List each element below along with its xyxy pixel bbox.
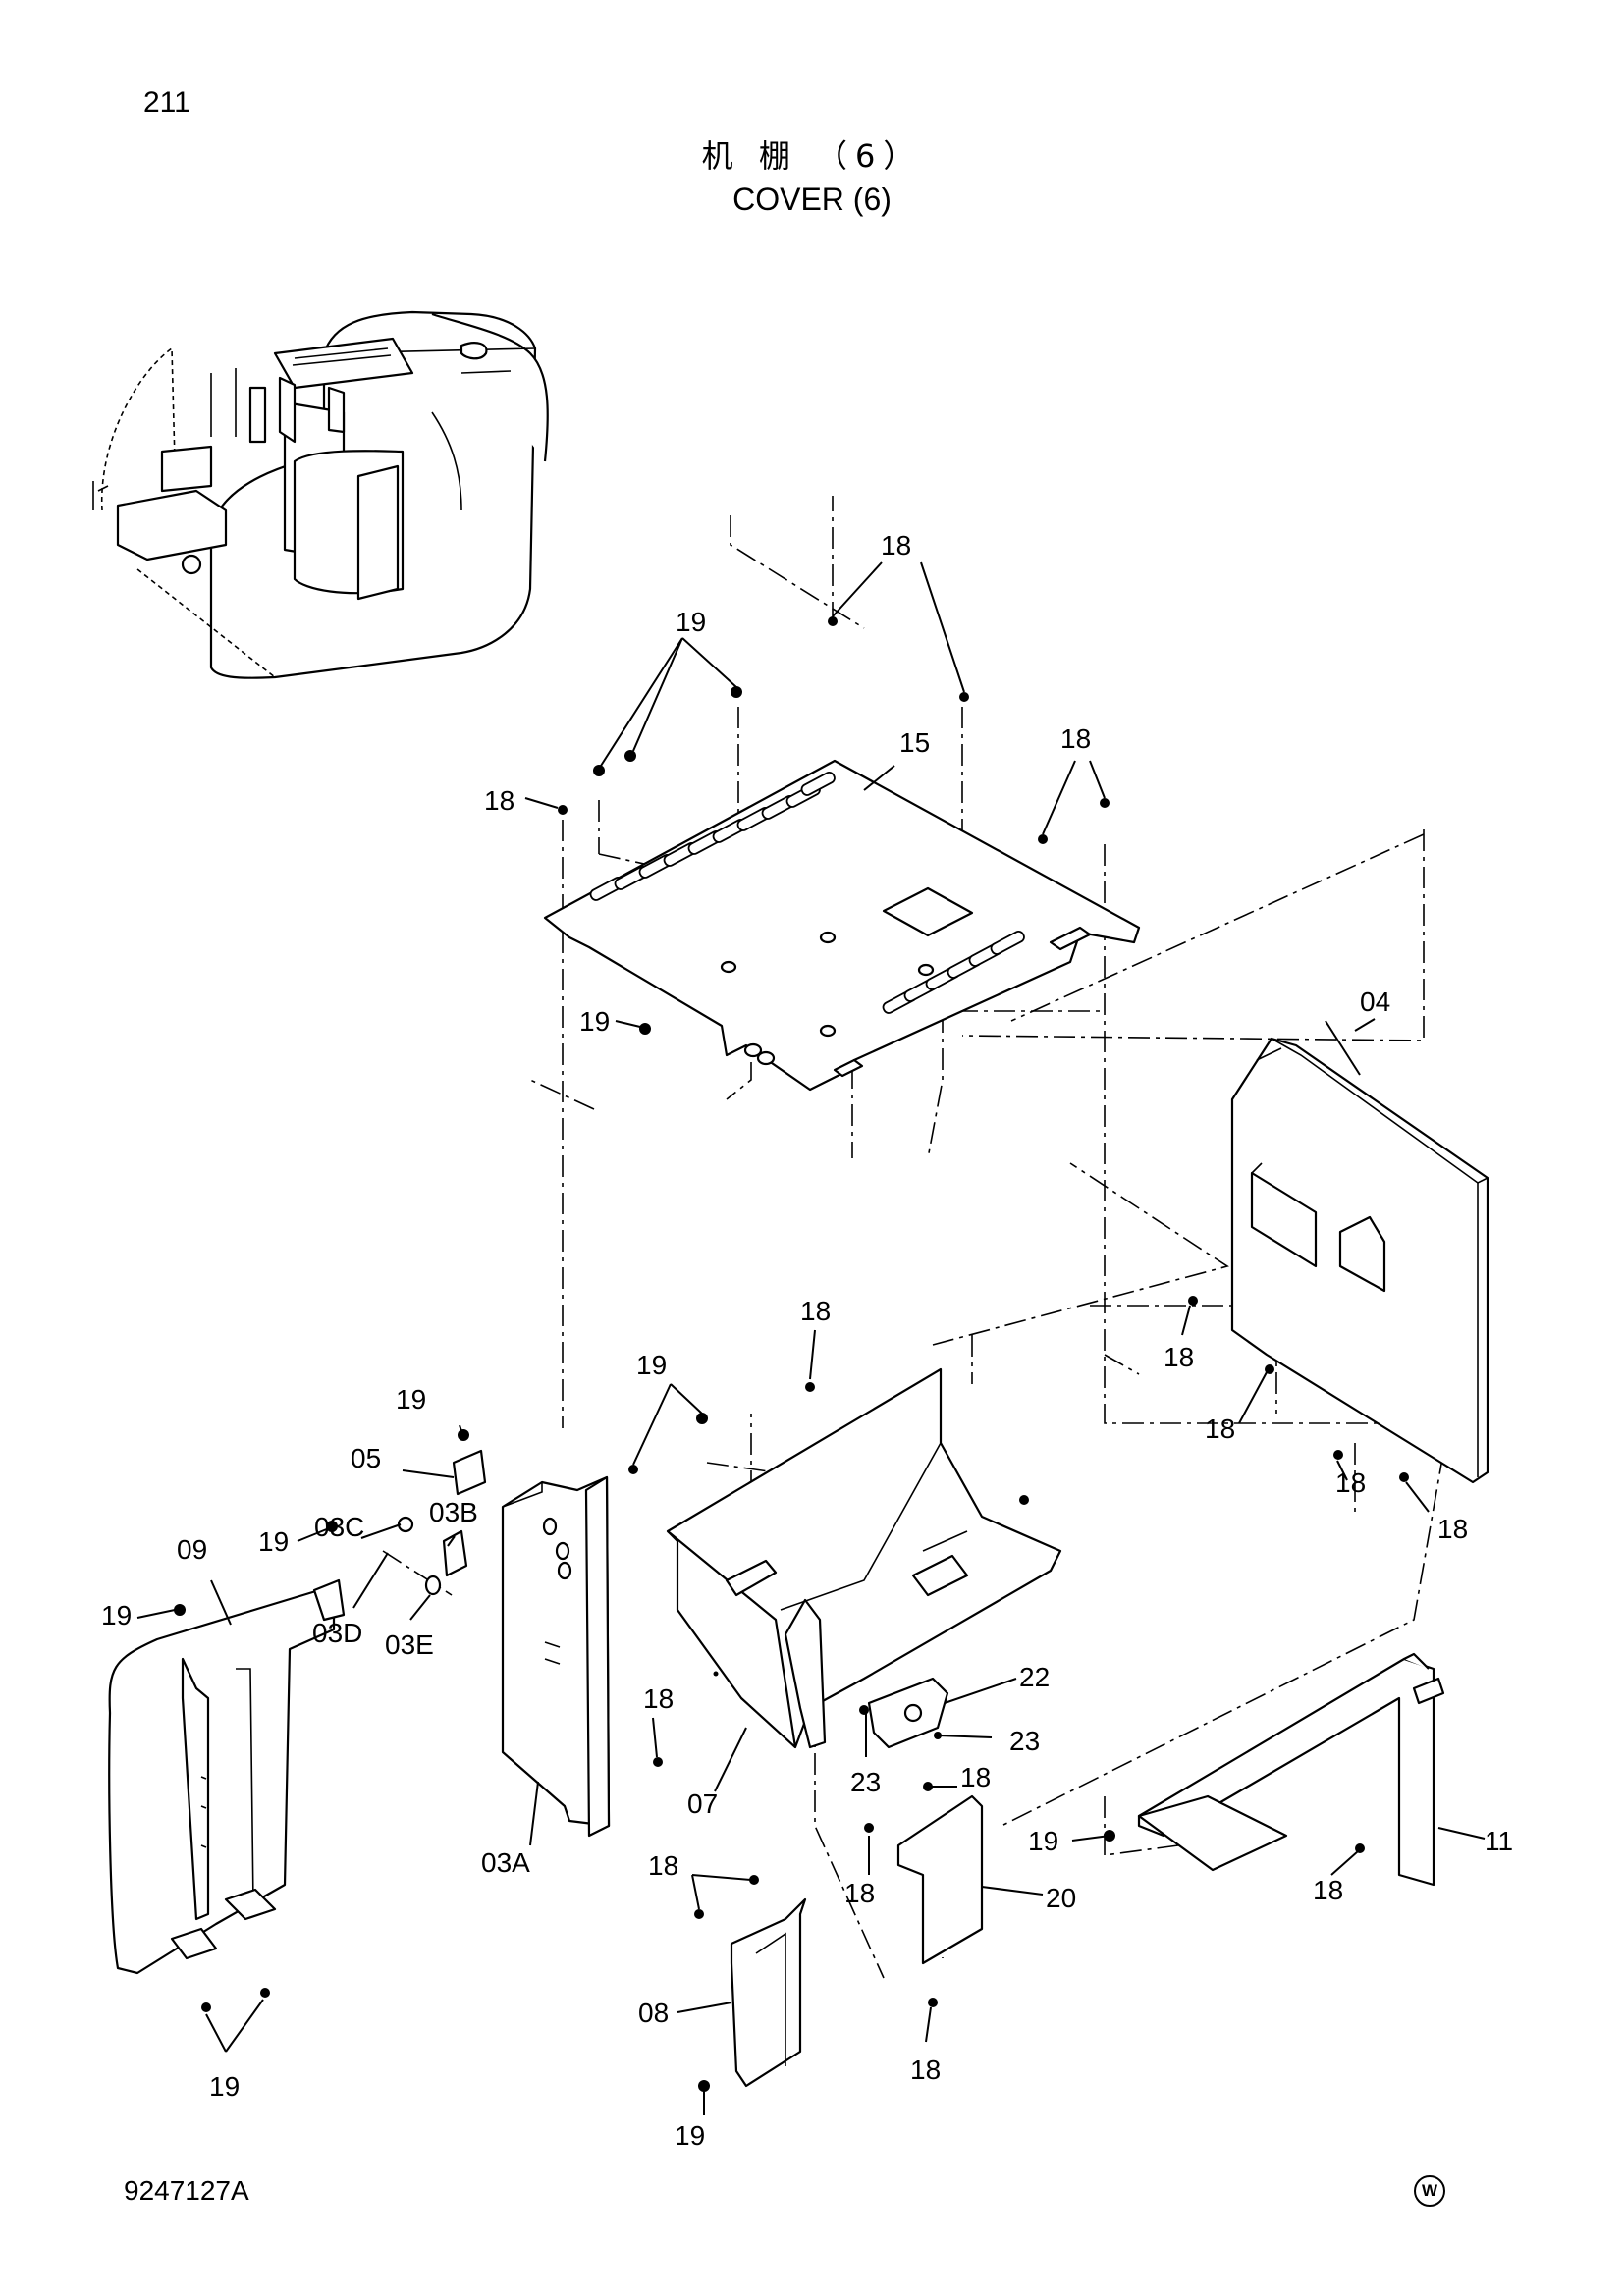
floor-slots-right bbox=[882, 930, 1025, 1014]
callout-label: 18 bbox=[844, 1878, 875, 1908]
callout-label: 18 bbox=[1313, 1875, 1343, 1905]
callout-label: 05 bbox=[351, 1443, 381, 1473]
part-03B bbox=[442, 1529, 468, 1577]
callout-label: 19 bbox=[396, 1384, 426, 1415]
callout-label: 18 bbox=[643, 1683, 674, 1714]
callout-label: 03C bbox=[314, 1512, 364, 1542]
callout-label: 07 bbox=[687, 1789, 718, 1819]
callout-label: 03E bbox=[385, 1629, 434, 1660]
floor-slots-left bbox=[589, 771, 836, 901]
callout-label: 18 bbox=[800, 1296, 831, 1326]
callout-label: 19 bbox=[258, 1526, 289, 1557]
callout-label: 18 bbox=[1335, 1468, 1366, 1498]
callout-label: 23 bbox=[850, 1767, 881, 1797]
callout-label: 08 bbox=[638, 1998, 669, 2028]
bolts bbox=[174, 616, 1409, 2092]
part-15-floor-plate bbox=[543, 759, 1141, 1092]
part-03C bbox=[397, 1516, 414, 1533]
callout-label: 03B bbox=[429, 1497, 478, 1527]
part-03E bbox=[424, 1575, 442, 1596]
callout-label: 03D bbox=[312, 1618, 362, 1648]
callout-labels: 18 19 15 18 18 19 04 18 18 18 18 18 19 1… bbox=[101, 530, 1513, 2151]
part-08-bracket bbox=[730, 1897, 807, 2088]
callout-label: 19 bbox=[579, 1006, 610, 1037]
callout-label: 19 bbox=[101, 1600, 132, 1630]
callout-label: 22 bbox=[1019, 1662, 1050, 1692]
callout-label: 19 bbox=[209, 2071, 240, 2102]
callout-label: 18 bbox=[910, 2055, 941, 2085]
callout-label: 18 bbox=[1164, 1342, 1194, 1372]
callout-label: 18 bbox=[1060, 723, 1091, 754]
callout-label: 18 bbox=[1205, 1414, 1235, 1444]
callout-label: 23 bbox=[1009, 1726, 1040, 1756]
callout-label: 19 bbox=[1028, 1826, 1058, 1856]
callout-label: 19 bbox=[636, 1350, 667, 1380]
callout-label: 19 bbox=[676, 607, 706, 637]
w-mark-icon: W bbox=[1414, 2175, 1445, 2207]
callout-label: 18 bbox=[1437, 1514, 1468, 1544]
callout-label: 18 bbox=[484, 785, 514, 816]
part-22-small-plate bbox=[867, 1677, 949, 1749]
leader-lines bbox=[136, 561, 1486, 2115]
machine-overview-sketch bbox=[92, 310, 549, 679]
callout-label: 03A bbox=[481, 1847, 530, 1878]
part-07-tray bbox=[666, 1367, 1062, 1749]
part-04-side-panel bbox=[1230, 1037, 1489, 1484]
callout-label: 18 bbox=[960, 1762, 991, 1792]
callout-label: 11 bbox=[1485, 1826, 1513, 1856]
part-11-frame bbox=[1137, 1652, 1445, 1887]
drawing-number: 9247127A bbox=[124, 2175, 249, 2206]
callout-label: 15 bbox=[899, 727, 930, 758]
callout-label: 09 bbox=[177, 1534, 207, 1565]
callout-label: 18 bbox=[881, 530, 911, 561]
callout-label: 04 bbox=[1360, 987, 1390, 1017]
title-english: COVER (6) bbox=[732, 182, 892, 217]
page-number: 211 bbox=[143, 86, 190, 119]
callout-label: 18 bbox=[648, 1850, 678, 1881]
callout-label: 19 bbox=[675, 2120, 705, 2151]
part-20-plate bbox=[896, 1794, 984, 1965]
part-03A-post bbox=[501, 1475, 611, 1838]
title-chinese: 机 棚 （6） bbox=[701, 137, 923, 175]
part-05 bbox=[452, 1449, 487, 1496]
callout-label: 20 bbox=[1046, 1883, 1076, 1913]
part-09-side-cover bbox=[108, 1578, 346, 1975]
